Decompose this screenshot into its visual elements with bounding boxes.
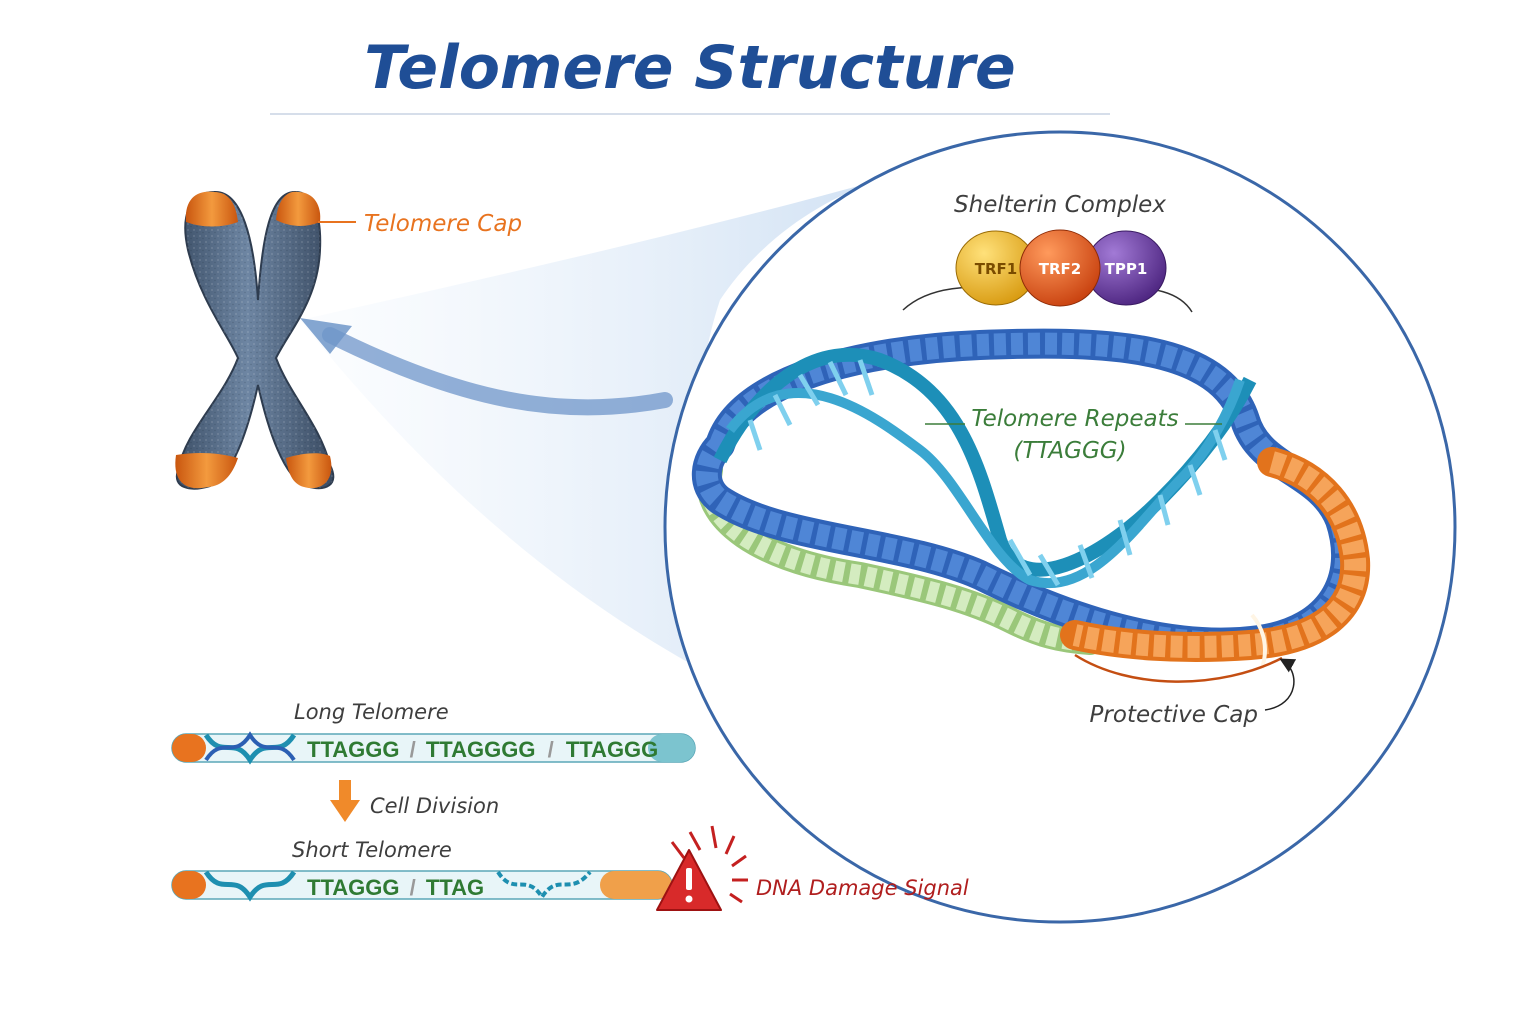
short-telomere-strand [171,870,673,902]
short-seq-segment: TTAG [426,875,484,900]
protective-cap-leader [1264,658,1297,711]
telomere-cap-bottom-right [286,453,332,489]
warning-icon [656,849,722,911]
protein-trf2 [1019,229,1101,307]
cap-underline-arc [1074,653,1283,683]
chromosome [175,190,335,490]
short-telomere-helix-frayed [496,870,592,901]
short-telomere-label: Short Telomere [292,838,452,862]
shelterin-label: Shelterin Complex [954,192,1166,218]
dna-cap-orange-beads [1072,451,1367,658]
dna-strand-blue-beads [695,332,1358,654]
long-telomere-sequence: TTAGGG / TTAGGGG / TTAGGG [307,737,658,762]
protein-trf2-label: TRF2 [1039,260,1081,278]
protein-trf1-label: TRF1 [975,260,1017,278]
short-telomere-cap-right [600,871,672,899]
page-title: Telomere Structure [364,33,1016,103]
magnified-view-circle [663,130,1457,924]
protective-cap-label: Protective Cap [1090,702,1258,728]
long-seq-segment: TTAGGGG [426,737,536,762]
cap-highlight-ring [1250,613,1267,669]
seq-separator: / [548,737,554,762]
zoom-arrow [322,327,673,416]
telomere-cap-bottom-left [175,453,238,489]
dna-strand-green-beads [698,468,1091,652]
short-telomere-cap-left [172,871,206,899]
dna-helix-rungs [747,359,1228,587]
long-seq-segment: TTAGGG [307,737,399,762]
telomere-cap-label: Telomere Cap [364,211,522,237]
shelterin-complex: TRF1 TRF2 TPP1 [955,229,1167,307]
long-telomere-helix-b [204,731,296,762]
telomere-repeats-label: Telomere Repeats [971,406,1178,432]
short-telomere-sequence: TTAGGG / TTAG [307,875,484,900]
telomere-repeats-sequence: (TTAGGG) [1013,438,1126,464]
long-telomere-label: Long Telomere [294,700,449,724]
short-seq-segment: TTAGGG [307,875,399,900]
long-seq-segment: TTAGGG [566,737,658,762]
seq-separator: / [410,875,416,900]
telomere-cap-top-left [185,191,238,227]
zoom-arrow-head [300,318,352,354]
cell-division-label: Cell Division [370,794,499,818]
long-telomere-strand [171,731,696,765]
cell-division-arrow [330,780,360,822]
dna-damage-label: DNA Damage Signal [756,876,969,900]
zoom-cone [300,180,880,690]
damage-burst [670,825,748,904]
short-telomere-helix [203,870,297,902]
long-telomere-cap-right [648,734,695,762]
seq-separator: / [410,737,416,762]
telomere-cap-top-right [276,191,321,226]
protein-tpp1-label: TPP1 [1105,260,1148,278]
t-loop-dna [691,328,1371,683]
long-telomere-cap-left [172,734,206,762]
